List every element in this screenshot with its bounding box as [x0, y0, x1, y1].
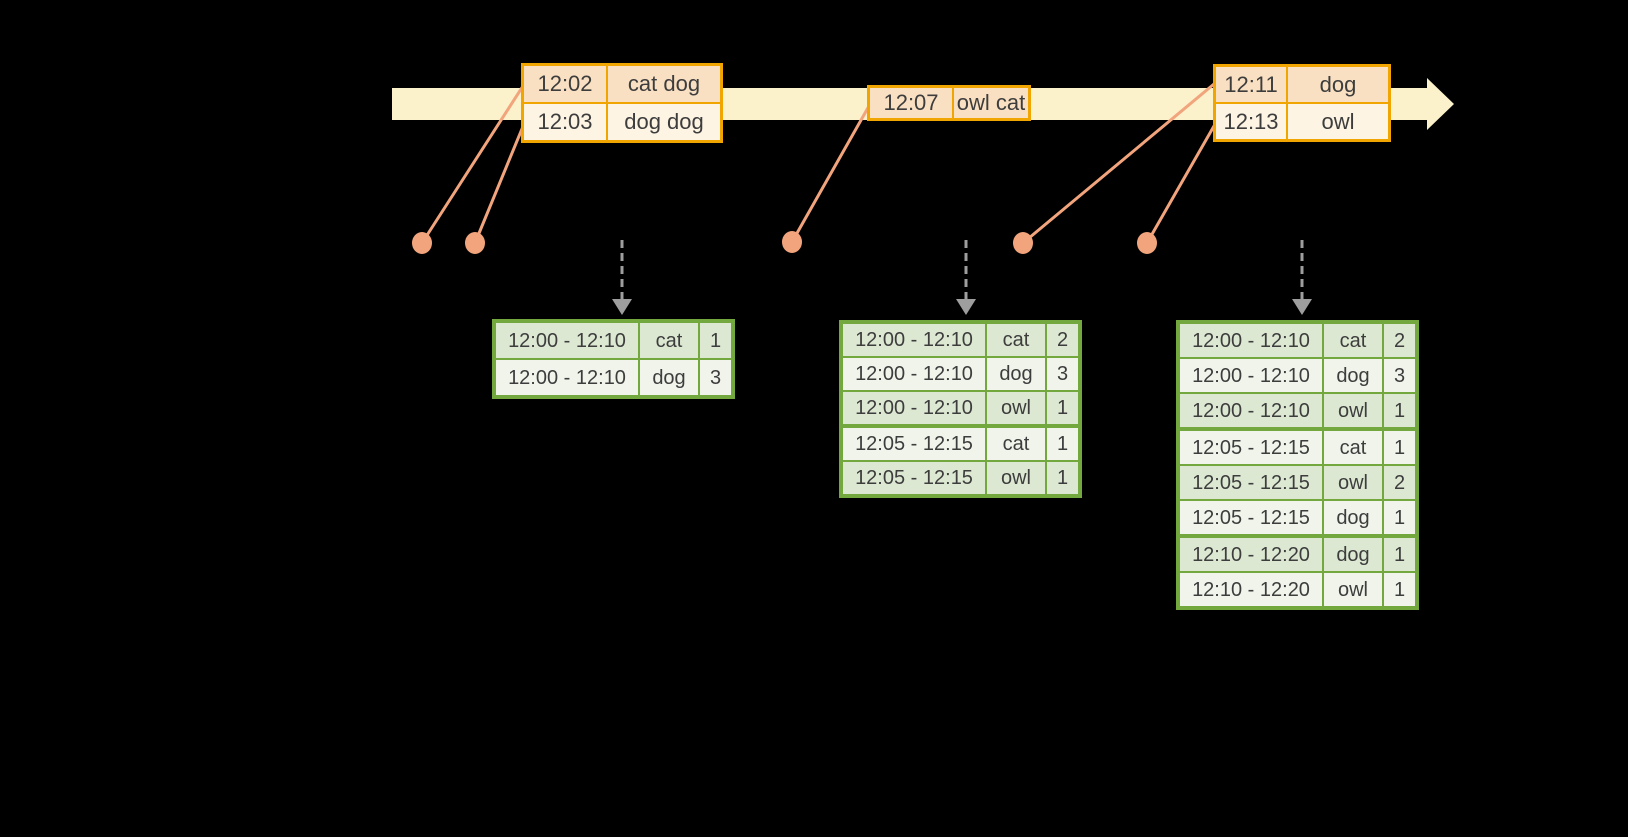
stream-table-2: 12:07 owl cat: [867, 85, 1031, 121]
event-dot: [1137, 232, 1157, 254]
stream-table-1: 12:02 cat dog 12:03 dog dog: [521, 63, 723, 143]
event-dot: [412, 232, 432, 254]
event-connector-line: [790, 104, 871, 244]
table-row: 12:00 - 12:10 dog 3: [496, 360, 731, 395]
table-row: 12:10 - 12:20 owl 1: [1180, 573, 1415, 606]
word-cell: owl: [1324, 573, 1382, 606]
window-cell: 12:00 - 12:10: [843, 358, 985, 390]
table-row: 12:00 - 12:10 cat 2: [843, 324, 1078, 356]
count-cell: 1: [1384, 573, 1415, 606]
table-row: 12:05 - 12:15 owl 1: [843, 462, 1078, 494]
stream-table-3: 12:11 dog 12:13 owl: [1213, 64, 1391, 142]
count-cell: 2: [1384, 466, 1415, 499]
table-row: 12:11 dog: [1216, 67, 1388, 102]
table-row: 12:00 - 12:10 owl 1: [843, 392, 1078, 424]
window-cell: 12:05 - 12:15: [1180, 431, 1322, 464]
event-dot: [1013, 232, 1033, 254]
table-row: 12:13 owl: [1216, 104, 1388, 139]
word-cell: cat: [1324, 324, 1382, 357]
word-cell: cat: [987, 428, 1045, 460]
table-row: 12:00 - 12:10 dog 3: [843, 358, 1078, 390]
table-row: 12:07 owl cat: [870, 88, 1028, 118]
table-row: 12:05 - 12:15 cat 1: [843, 428, 1078, 460]
word-cell: owl: [1324, 466, 1382, 499]
window-cell: 12:00 - 12:10: [843, 324, 985, 356]
table-row: 12:03 dog dog: [524, 104, 720, 140]
count-cell: 1: [1047, 428, 1078, 460]
count-cell: 3: [1047, 358, 1078, 390]
word-cell: dog: [1324, 538, 1382, 571]
count-cell: 1: [1384, 538, 1415, 571]
word-cell: dog: [987, 358, 1045, 390]
trigger-down-arrow-icon: [612, 240, 632, 315]
table-row: 12:00 - 12:10 dog 3: [1180, 359, 1415, 392]
table-row: 12:10 - 12:20 dog 1: [1180, 538, 1415, 571]
window-cell: 12:10 - 12:20: [1180, 573, 1322, 606]
window-cell: 12:05 - 12:15: [1180, 466, 1322, 499]
table-row: 12:05 - 12:15 owl 2: [1180, 466, 1415, 499]
count-cell: 1: [700, 323, 731, 358]
count-cell: 2: [1047, 324, 1078, 356]
word-cell: owl: [987, 392, 1045, 424]
event-dot: [465, 232, 485, 254]
event-words-cell: dog dog: [608, 104, 720, 140]
timeline-arrowhead-icon: [1427, 78, 1454, 130]
count-cell: 2: [1384, 324, 1415, 357]
count-cell: 3: [1384, 359, 1415, 392]
word-cell: dog: [1324, 501, 1382, 534]
window-cell: 12:05 - 12:15: [843, 462, 985, 494]
word-cell: dog: [640, 360, 698, 395]
window-cell: 12:00 - 12:10: [496, 360, 638, 395]
count-cell: 3: [700, 360, 731, 395]
table-row: 12:00 - 12:10 owl 1: [1180, 394, 1415, 427]
window-cell: 12:00 - 12:10: [1180, 359, 1322, 392]
event-connector-line: [473, 122, 526, 245]
result-table-1: 12:00 - 12:10 cat 1 12:00 - 12:10 dog 3: [492, 319, 735, 399]
event-connector-line: [420, 84, 525, 245]
table-row: 12:00 - 12:10 cat 2: [1180, 324, 1415, 357]
event-connector-line: [1021, 82, 1216, 245]
event-connector-line: [1145, 124, 1216, 245]
event-time-cell: 12:11: [1216, 67, 1286, 102]
window-cell: 12:00 - 12:10: [1180, 324, 1322, 357]
event-dot: [782, 231, 802, 253]
event-words-cell: dog: [1288, 67, 1388, 102]
word-cell: cat: [987, 324, 1045, 356]
word-cell: cat: [640, 323, 698, 358]
count-cell: 1: [1384, 501, 1415, 534]
table-row: 12:05 - 12:15 dog 1: [1180, 501, 1415, 534]
event-time-cell: 12:13: [1216, 104, 1286, 139]
event-time-cell: 12:07: [870, 88, 952, 118]
event-time-cell: 12:03: [524, 104, 606, 140]
result-table-2: 12:00 - 12:10 cat 2 12:00 - 12:10 dog 3 …: [839, 320, 1082, 498]
trigger-down-arrow-icon: [956, 240, 976, 315]
window-cell: 12:00 - 12:10: [1180, 394, 1322, 427]
table-row: 12:02 cat dog: [524, 66, 720, 102]
table-row: 12:05 - 12:15 cat 1: [1180, 431, 1415, 464]
event-words-cell: cat dog: [608, 66, 720, 102]
word-cell: dog: [1324, 359, 1382, 392]
window-cell: 12:05 - 12:15: [843, 428, 985, 460]
window-cell: 12:00 - 12:10: [843, 392, 985, 424]
count-cell: 1: [1047, 392, 1078, 424]
count-cell: 1: [1384, 431, 1415, 464]
word-cell: cat: [1324, 431, 1382, 464]
window-cell: 12:05 - 12:15: [1180, 501, 1322, 534]
event-words-cell: owl cat: [954, 88, 1028, 118]
count-cell: 1: [1384, 394, 1415, 427]
count-cell: 1: [1047, 462, 1078, 494]
event-time-cell: 12:02: [524, 66, 606, 102]
word-cell: owl: [987, 462, 1045, 494]
word-cell: owl: [1324, 394, 1382, 427]
window-cell: 12:00 - 12:10: [496, 323, 638, 358]
result-table-3: 12:00 - 12:10 cat 2 12:00 - 12:10 dog 3 …: [1176, 320, 1419, 610]
table-row: 12:00 - 12:10 cat 1: [496, 323, 731, 358]
window-cell: 12:10 - 12:20: [1180, 538, 1322, 571]
event-words-cell: owl: [1288, 104, 1388, 139]
trigger-down-arrow-icon: [1292, 240, 1312, 315]
